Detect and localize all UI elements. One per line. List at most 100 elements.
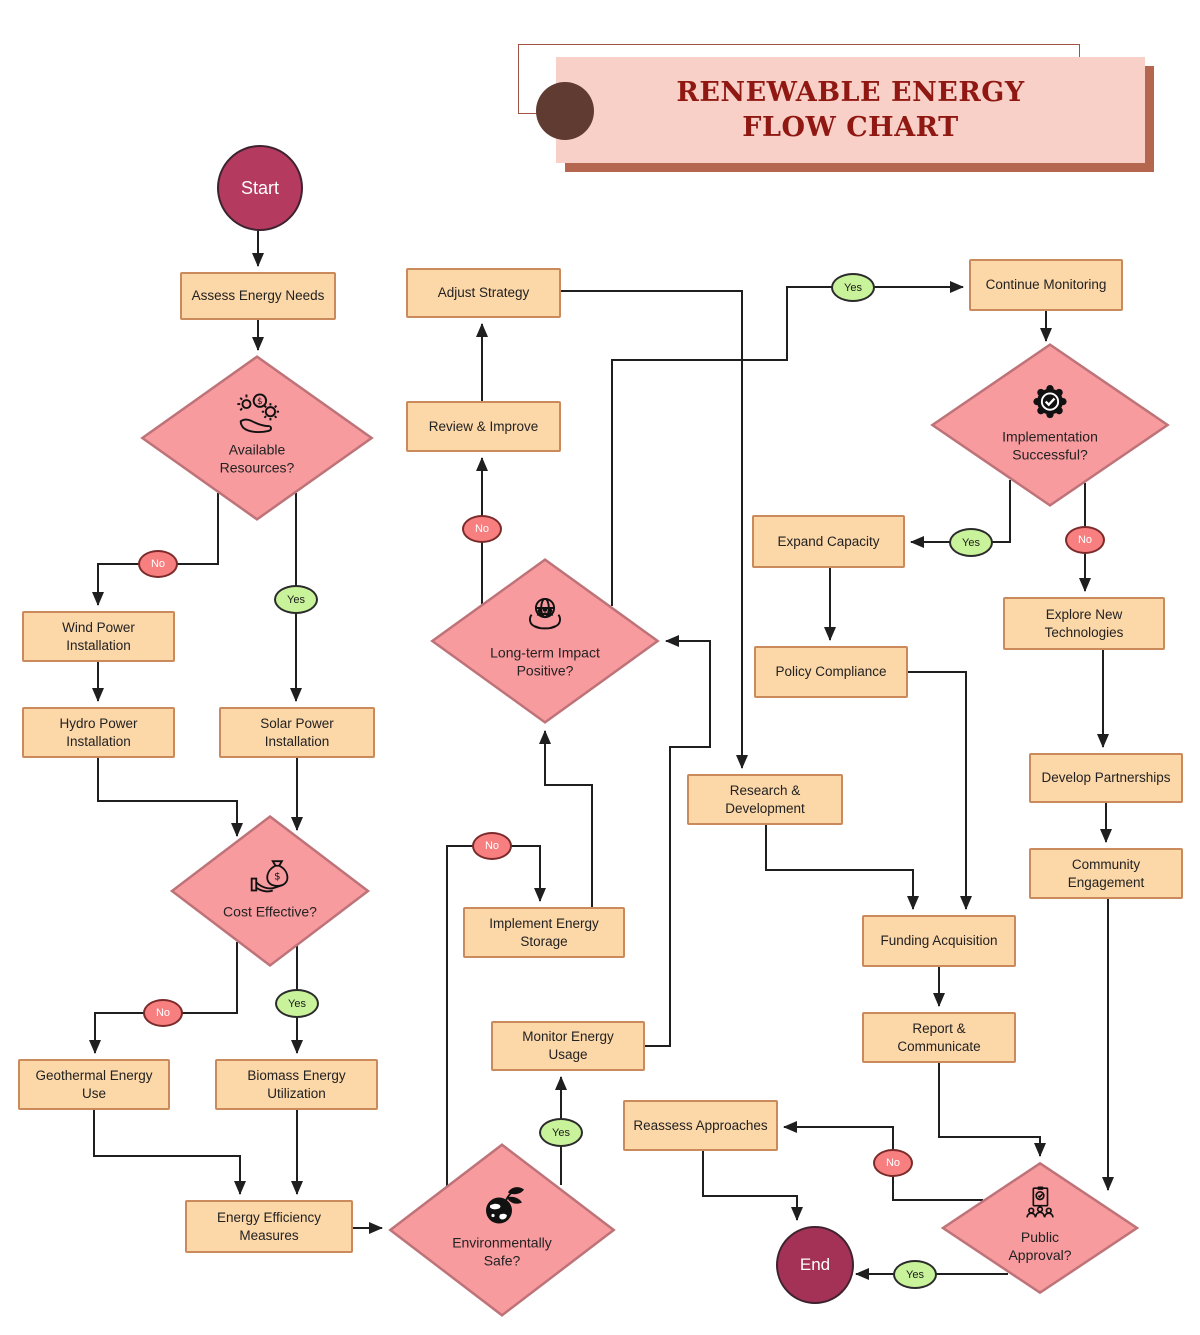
node-solar-power-installation[interactable]: Solar Power Installation <box>219 707 375 758</box>
connector <box>561 290 748 769</box>
no-badge-environmentally-safe[interactable]: No <box>472 832 512 860</box>
diamond-shape <box>388 1143 616 1317</box>
yes-badge-cost-effective[interactable]: Yes <box>275 989 319 1018</box>
yes-label: Yes <box>287 593 305 606</box>
node-label: Community Engagement <box>1067 856 1145 890</box>
diamond-shape <box>140 355 374 521</box>
node-research-development[interactable]: Research & Development <box>687 774 843 825</box>
decision-label: Available Resources? <box>219 441 295 477</box>
node-label: Review & Improve <box>428 418 539 434</box>
node-label: Continue Monitoring <box>985 277 1107 293</box>
decision-available-resources[interactable]: $ Available Resources? <box>140 355 374 521</box>
decision-label: Long-term Impact Positive? <box>490 644 600 680</box>
yes-label: Yes <box>288 997 306 1010</box>
node-label: Biomass Energy Utilization <box>247 1067 346 1101</box>
connector <box>446 845 546 1188</box>
node-label: Solar Power Installation <box>260 715 334 749</box>
node-review-improve[interactable]: Review & Improve <box>406 401 561 452</box>
node-energy-efficiency-measures[interactable]: Energy Efficiency Measures <box>185 1200 353 1253</box>
node-adjust-strategy[interactable]: Adjust Strategy <box>406 268 561 318</box>
node-biomass-energy-utilization[interactable]: Biomass Energy Utilization <box>215 1059 378 1110</box>
no-badge-long-term-impact[interactable]: No <box>462 515 502 543</box>
connector <box>765 825 919 910</box>
node-community-engagement[interactable]: Community Engagement <box>1029 848 1183 899</box>
node-label: Explore New Technologies <box>1044 606 1124 640</box>
no-label: No <box>1077 534 1093 546</box>
start-label: Start <box>240 177 279 198</box>
node-geothermal-energy-use[interactable]: Geothermal Energy Use <box>18 1059 170 1110</box>
node-hydro-power-installation[interactable]: Hydro Power Installation <box>22 707 175 758</box>
node-label: Assess Energy Needs <box>191 288 325 304</box>
end-node[interactable]: End <box>776 1226 854 1304</box>
svg-text:$: $ <box>257 397 262 407</box>
decision-label: Cost Effective? <box>223 903 317 920</box>
page-title-line1: RENEWABLE ENERGY <box>676 76 1025 108</box>
decision-implementation-successful[interactable]: Implementation Successful? <box>930 343 1170 507</box>
connector <box>645 635 711 1047</box>
diamond-shape <box>930 343 1170 507</box>
node-wind-power-installation[interactable]: Wind Power Installation <box>22 611 175 662</box>
node-reassess-approaches[interactable]: Reassess Approaches <box>623 1100 778 1151</box>
yes-badge-available-resources[interactable]: Yes <box>274 585 318 614</box>
node-assess-energy-needs[interactable]: Assess Energy Needs <box>180 272 336 320</box>
node-label: Research & Development <box>725 782 805 816</box>
connector <box>910 480 1011 548</box>
node-funding-acquisition[interactable]: Funding Acquisition <box>862 915 1016 967</box>
connector <box>97 758 243 837</box>
node-label: Develop Partnerships <box>1041 770 1171 786</box>
node-label: Expand Capacity <box>777 533 880 549</box>
svg-text:$: $ <box>274 871 280 882</box>
decision-long-term-impact-positive[interactable]: Long-term Impact Positive? <box>430 558 660 724</box>
node-expand-capacity[interactable]: Expand Capacity <box>752 515 905 568</box>
decision-public-approval[interactable]: Public Approval? <box>941 1162 1139 1294</box>
connector <box>938 1063 1046 1157</box>
node-continue-monitoring[interactable]: Continue Monitoring <box>969 259 1123 311</box>
node-label: Geothermal Energy Use <box>35 1067 153 1101</box>
title-banner: RENEWABLE ENERGY FLOW CHART <box>556 57 1145 163</box>
yes-label: Yes <box>552 1126 570 1139</box>
yes-badge-environmentally-safe[interactable]: Yes <box>539 1118 583 1147</box>
connector <box>702 1151 803 1221</box>
diamond-shape <box>941 1162 1139 1294</box>
no-badge-available-resources[interactable]: No <box>138 550 178 578</box>
yes-label: Yes <box>906 1268 924 1281</box>
decision-label: Implementation Successful? <box>1002 428 1098 464</box>
decision-label: Public Approval? <box>1008 1228 1072 1264</box>
node-label: Funding Acquisition <box>880 933 998 949</box>
no-label: No <box>885 1157 901 1169</box>
node-label: Reassess Approaches <box>633 1117 768 1133</box>
earth-leaf-icon <box>486 1187 524 1224</box>
banner-circle-decoration <box>536 82 594 140</box>
no-label: No <box>155 1007 171 1019</box>
diamond-shape <box>430 558 660 724</box>
node-implement-energy-storage[interactable]: Implement Energy Storage <box>463 907 625 958</box>
node-monitor-energy-usage[interactable]: Monitor Energy Usage <box>491 1021 645 1071</box>
decision-cost-effective[interactable]: $ Cost Effective? <box>170 815 370 967</box>
money-bag-icon: $ <box>250 860 289 893</box>
connector <box>908 671 972 910</box>
connector <box>93 1110 246 1195</box>
node-label: Report & Communicate <box>897 1020 981 1054</box>
no-badge-implementation-successful[interactable]: No <box>1065 526 1105 554</box>
no-label: No <box>474 523 490 535</box>
node-label: Policy Compliance <box>775 664 887 680</box>
decision-environmentally-safe[interactable]: Environmentally Safe? <box>388 1143 616 1317</box>
no-badge-cost-effective[interactable]: No <box>143 999 183 1027</box>
yes-badge-long-term-impact[interactable]: Yes <box>831 273 875 302</box>
yes-badge-public-approval[interactable]: Yes <box>893 1260 937 1289</box>
resources-icon: $ <box>237 393 280 434</box>
node-report-communicate[interactable]: Report & Communicate <box>862 1012 1016 1063</box>
node-explore-new-technologies[interactable]: Explore New Technologies <box>1003 597 1165 650</box>
yes-label: Yes <box>962 536 980 549</box>
connector <box>539 730 593 907</box>
no-badge-public-approval[interactable]: No <box>873 1149 913 1177</box>
start-node[interactable]: Start <box>217 145 303 231</box>
community-globe-icon <box>529 597 561 630</box>
node-label: Monitor Energy Usage <box>522 1029 614 1062</box>
node-label: Implement Energy Storage <box>489 915 599 949</box>
node-label: Wind Power Installation <box>62 619 135 653</box>
node-develop-partnerships[interactable]: Develop Partnerships <box>1029 753 1183 803</box>
node-policy-compliance[interactable]: Policy Compliance <box>754 646 908 698</box>
yes-badge-implementation-successful[interactable]: Yes <box>949 528 993 557</box>
